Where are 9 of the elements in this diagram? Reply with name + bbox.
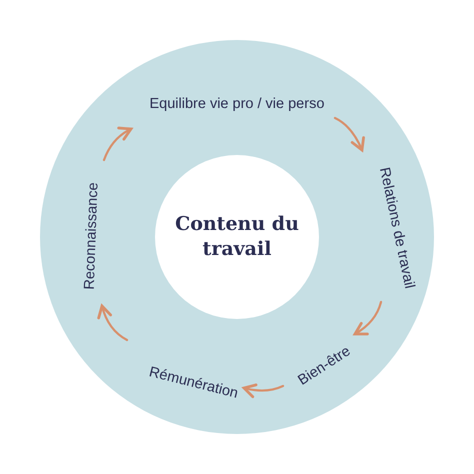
curved-arrow [242,383,284,398]
curved-arrow [354,300,382,336]
topic-label: Relations de travail [376,166,417,290]
curved-arrow [334,116,365,152]
curved-arrow [102,127,132,162]
curved-arrow [98,304,128,342]
topic-label: Equilibre vie pro / vie perso [150,96,324,112]
center-circle: Contenu du travail [155,155,319,319]
topic-label: Reconnaissance [81,182,101,290]
